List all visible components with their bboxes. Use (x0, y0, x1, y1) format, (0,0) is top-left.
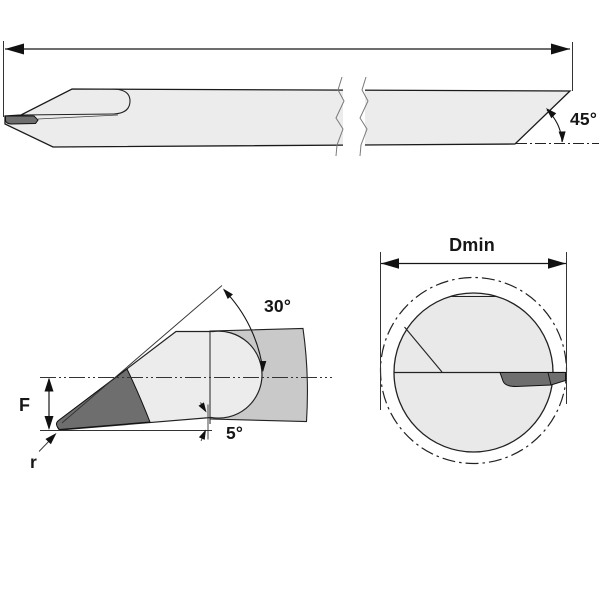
break-zigzag-left (335, 76, 345, 157)
height-arrow-bottom-icon (44, 416, 54, 430)
section-insert-seam (547, 372, 552, 386)
top-angle-arrow-lower-icon (259, 360, 267, 372)
chamfer-arc-arrow-upper-icon (546, 108, 557, 119)
clearance-arrow-lower-icon (198, 429, 206, 440)
top-angle-arrow-upper-icon (223, 288, 233, 300)
length-arrow-left-icon (5, 43, 24, 55)
cross-section-view: Dmin (379, 235, 568, 465)
ground-wedge (56, 368, 151, 431)
break-zigzag-right (359, 76, 369, 157)
height-arrow-top-icon (44, 377, 54, 392)
height-label: F (19, 395, 30, 415)
tip-detail-view: 30° F 5° r (19, 285, 332, 472)
radius-label: r (30, 452, 37, 472)
section-grind-diagonal (404, 326, 443, 373)
dmin-arrow-right-icon (548, 258, 566, 269)
side-view: 45° (3, 41, 599, 157)
chamfer-arc-arrow-lower-icon (558, 131, 566, 143)
clearance-angle-label: 5° (226, 423, 243, 443)
clamp-finger-bottom-edge (20, 113, 115, 116)
length-arrow-right-icon (551, 43, 570, 55)
insert-pocket-seam (37, 114, 119, 120)
clearance-arrow-upper-icon (198, 402, 207, 413)
diameter-label: Dmin (449, 235, 495, 255)
radius-arrow-icon (45, 433, 57, 445)
dmin-arrow-left-icon (381, 258, 399, 269)
chamfer-angle-label: 45° (570, 109, 597, 129)
break-gap (343, 80, 365, 156)
shank-outline (4, 88, 572, 148)
section-insert (499, 372, 566, 388)
slant-extension-line (61, 285, 223, 424)
clamp-finger-curve (111, 88, 131, 115)
cutting-insert (5, 115, 39, 125)
top-angle-label: 30° (264, 296, 291, 316)
